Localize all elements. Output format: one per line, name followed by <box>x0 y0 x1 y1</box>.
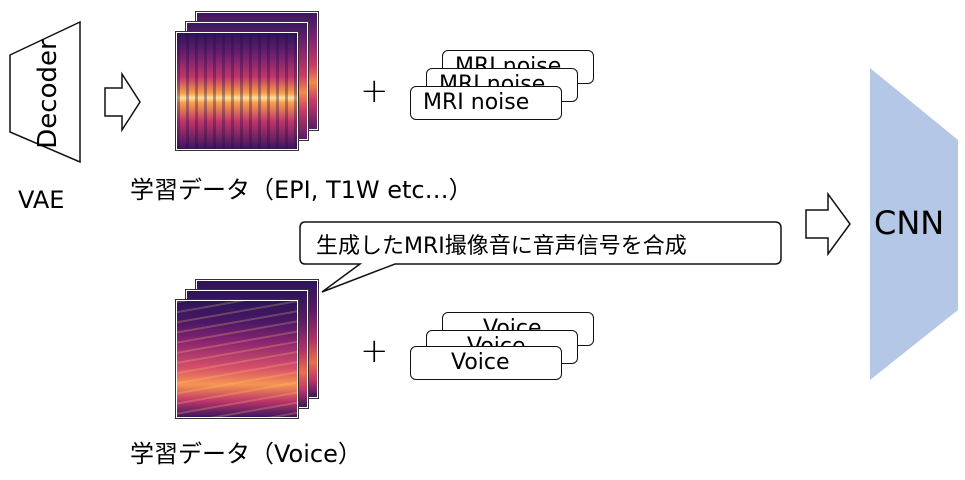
spectrogram-sheet <box>176 300 298 418</box>
training-data-bottom-caption: 学習データ（Voice） <box>130 440 362 468</box>
noise-card: MRI noise <box>410 86 562 120</box>
voice-card: Voice <box>410 346 562 380</box>
callout-bubble <box>299 221 782 293</box>
cnn-label: CNN <box>874 204 945 242</box>
cnn-shape <box>870 68 958 380</box>
training-data-top-caption: 学習データ（EPI, T1W etc…） <box>130 176 473 204</box>
decoder-shape <box>9 20 81 164</box>
arrow-decoder-to-data <box>104 71 141 133</box>
vae-caption: VAE <box>18 186 65 214</box>
callout-text: 生成したMRI撮像音に音声信号を合成 <box>316 234 687 259</box>
plus-sign-bottom: + <box>360 331 389 371</box>
arrow-to-cnn <box>805 191 851 257</box>
plus-sign-top: + <box>360 71 389 111</box>
spectrogram-sheet <box>176 32 298 150</box>
decoder-label: Decoder <box>33 39 63 149</box>
